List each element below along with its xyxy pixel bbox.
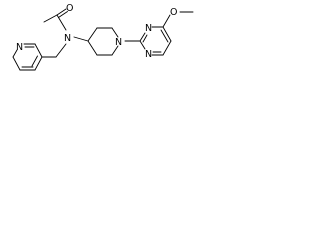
bond-pyr-c3-c4 bbox=[34, 56, 43, 71]
bond-pym-c2-n3 bbox=[139, 32, 146, 42]
pyrimidine-nitrogen-1-label: N bbox=[145, 23, 152, 34]
bond-pip-n1-c6 bbox=[111, 45, 119, 56]
bond-amide-n-benzyl-ch2 bbox=[55, 43, 67, 58]
bond-pyr-c5-c6 bbox=[12, 56, 21, 71]
piperidine-nitrogen-label: N bbox=[115, 37, 122, 48]
bond-pyr-c3-inner bbox=[31, 55, 38, 67]
bond-methyl-carbonyl bbox=[43, 14, 58, 23]
bond-pyr-c2-c3 bbox=[34, 43, 43, 58]
pyridine-nitrogen-label: N bbox=[16, 42, 23, 53]
bond-pym-n1-c2 bbox=[139, 40, 146, 50]
bond-pyr-c6-n1 bbox=[12, 49, 18, 58]
bond-pym-c4-c5-inner bbox=[160, 29, 169, 43]
methoxy-oxygen-label: O bbox=[170, 7, 177, 18]
bond-pip-c2-n1 bbox=[111, 27, 119, 38]
acetyl-oxygen-label: O bbox=[66, 3, 73, 14]
bond-pym-c4-oxygen bbox=[162, 14, 171, 28]
amide-nitrogen-label: N bbox=[64, 33, 71, 44]
skeletal-structure-diagram: O N N N N N O bbox=[12, 3, 194, 71]
bond-pym-c5-c6 bbox=[162, 40, 172, 56]
bond-pip-c5-c4 bbox=[87, 40, 98, 56]
bond-pip-c4-c3 bbox=[87, 27, 98, 42]
bond-carbonyl-oxygen-a bbox=[56, 8, 67, 16]
bond-pym-c2-n3-inner bbox=[142, 34, 148, 43]
bond-pym-c4-c5 bbox=[162, 26, 172, 42]
pyrimidine-nitrogen-2-label: N bbox=[145, 49, 152, 60]
chemical-structure-canvas: O N N N N N O bbox=[0, 0, 208, 78]
bond-carbonyl-amide-n bbox=[56, 14, 67, 31]
bond-amide-n-piperidine bbox=[73, 36, 89, 42]
bond-carbonyl-oxygen-b bbox=[58, 11, 68, 18]
